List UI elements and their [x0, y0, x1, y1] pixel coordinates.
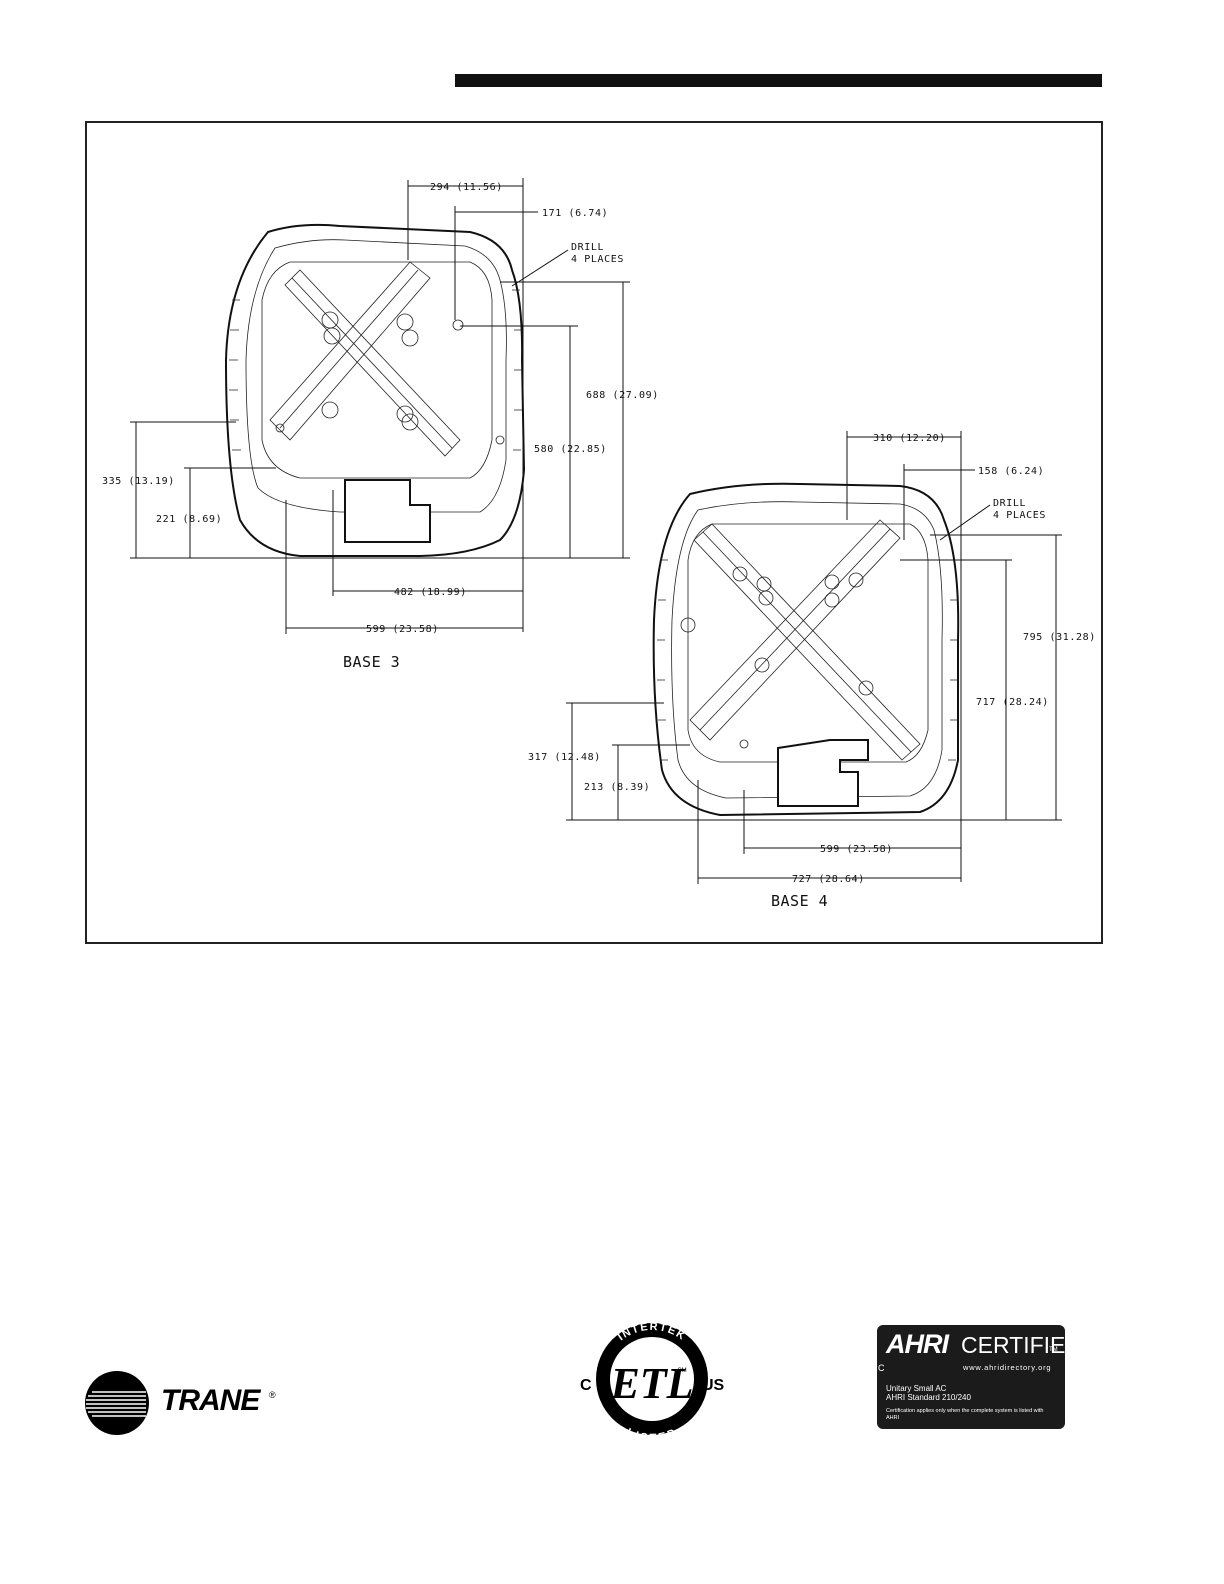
base4-pan-floor	[687, 523, 929, 763]
ahri-directory-url: www.ahridirectory.org	[963, 1363, 1052, 1372]
base3-rail-a	[269, 261, 431, 441]
trane-wordmark: TRANE	[161, 1384, 260, 1417]
base4-rail-b2	[702, 531, 912, 753]
base4-dim-717: 717 (28.24)	[976, 697, 1049, 708]
base3-dim-171: 171 (6.74)	[542, 208, 608, 219]
base4-rail-b	[693, 523, 921, 761]
etl-mark-text: ETL	[609, 1359, 693, 1408]
ahri-certification-note: Certification applies only when the comp…	[886, 1408, 1044, 1421]
base4-compressor-block	[777, 739, 869, 807]
base3-dim-482: 482 (18.99)	[394, 587, 467, 598]
base3-pan-floor	[261, 261, 493, 479]
base3-rail-b2	[291, 277, 453, 449]
base4-dim-158: 158 (6.24)	[978, 466, 1044, 477]
etl-seal-icon: INTERTEK LISTED ETL CM	[596, 1321, 708, 1444]
base3-drill-label-1: DRILL	[571, 242, 604, 253]
base3-rail-b	[284, 269, 461, 457]
header-rule	[455, 74, 1102, 87]
base4-dim-795: 795 (31.28)	[1023, 632, 1096, 643]
base3-outline	[224, 223, 526, 557]
base4-drill-label-2: 4 PLACES	[993, 510, 1046, 521]
base3-dim-580: 580 (22.85)	[534, 444, 607, 455]
base4-outline	[652, 482, 960, 817]
base4-rail-a	[689, 519, 901, 741]
base4-title: BASE 4	[771, 892, 828, 910]
ahri-program-line1: Unitary Small AC	[886, 1384, 947, 1393]
etl-us-label: US	[702, 1377, 725, 1394]
base4-drill-label-1: DRILL	[993, 498, 1026, 509]
base3-drill-label-2: 4 PLACES	[571, 254, 624, 265]
base3-rail-a2	[279, 269, 419, 429]
base3-dim-294: 294 (11.56)	[430, 182, 503, 193]
etl-cm-text: CM	[677, 1368, 686, 1374]
base4-dimensions	[566, 431, 1062, 884]
base4-dim-727: 727 (28.64)	[792, 874, 865, 885]
base3-title: BASE 3	[343, 653, 400, 671]
ahri-program: Unitary Small AC AHRI Standard 210/240	[886, 1384, 971, 1402]
ahri-tm-mark: TM	[1049, 1347, 1058, 1353]
base3-dim-221: 221 (8.69)	[156, 514, 222, 525]
trane-globe-icon	[85, 1371, 149, 1435]
base3-dim-335: 335 (13.19)	[102, 476, 175, 487]
base3-dim-688: 688 (27.09)	[586, 390, 659, 401]
ahri-logo-text: AHRI	[886, 1329, 949, 1359]
base3-dim-599: 599 (23.58)	[366, 624, 439, 635]
base3-inner-rim	[245, 239, 507, 513]
base4-dim-599: 599 (23.58)	[820, 844, 893, 855]
drawing-frame	[85, 121, 1103, 944]
base4-dim-310: 310 (12.20)	[873, 433, 946, 444]
base3-dimensions	[130, 178, 630, 634]
trane-registered-mark: ®	[269, 1390, 276, 1400]
base3-drawing	[224, 223, 526, 557]
ahri-certified-text: CERTIFIED	[961, 1332, 1082, 1358]
base4-dim-317: 317 (12.48)	[528, 752, 601, 763]
ahri-c-mark: C	[878, 1363, 885, 1373]
base4-dim-213: 213 (8.39)	[584, 782, 650, 793]
ahri-program-line2: AHRI Standard 210/240	[886, 1393, 971, 1402]
ahri-certified-badge: AHRI CERTIFIED TM C www.ahridirectory.or…	[877, 1325, 1082, 1429]
base4-inner-rim	[671, 501, 943, 799]
etl-c-label: C	[580, 1377, 592, 1394]
base4-drawing	[652, 482, 960, 817]
etl-listed-mark: INTERTEK LISTED ETL CM C US	[572, 1318, 732, 1444]
dimension-drawings: 294 (11.56) 171 (6.74) DRILL 4 PLACES 68…	[102, 178, 1096, 910]
trane-logo: TRANE ®	[84, 1370, 284, 1438]
base3-compressor-block	[344, 479, 431, 543]
